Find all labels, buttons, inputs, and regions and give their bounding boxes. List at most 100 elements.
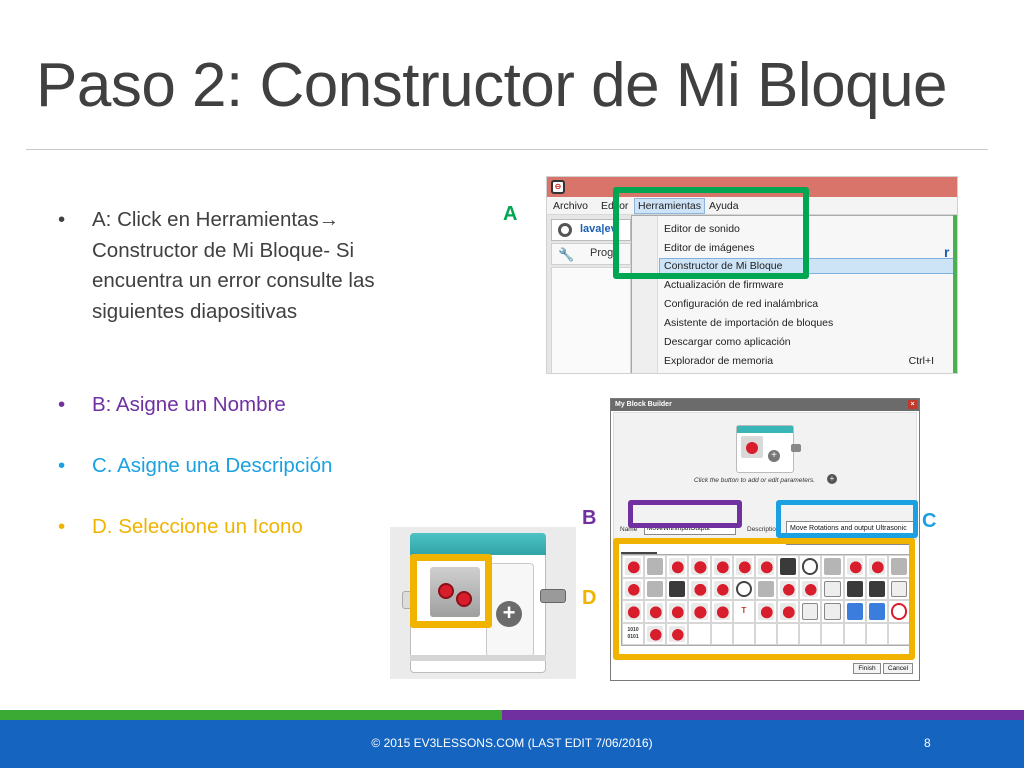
icon-cell[interactable] (666, 555, 689, 578)
icon-cell[interactable] (843, 622, 866, 645)
icon-cell[interactable] (644, 555, 667, 578)
icon-grid: T 1010 0101 (621, 554, 911, 646)
project-tab[interactable]: lava|ev (551, 219, 631, 241)
icon-cell[interactable] (710, 600, 733, 623)
icon-cell[interactable] (777, 600, 800, 623)
envelope-icon (824, 580, 841, 597)
menu-item-wireless-setup[interactable]: Configuración de red inalámbrica (664, 298, 819, 310)
icon-cell[interactable] (666, 622, 689, 645)
random-icon (669, 625, 686, 642)
icon-cell[interactable]: 1010 0101 (622, 622, 645, 645)
icon-cell[interactable] (688, 555, 711, 578)
icon-cell[interactable] (710, 577, 733, 600)
wrench-icon[interactable]: 🔧 (558, 247, 575, 262)
icon-cell[interactable] (688, 600, 711, 623)
title-divider (26, 149, 988, 150)
slide-title: Paso 2: Constructor de Mi Bloque (36, 51, 948, 120)
menu-item-block-import[interactable]: Asistente de importación de bloques (664, 317, 834, 329)
plug-icon (791, 444, 801, 452)
bullet-list: • A: Click en Herramientas→ Constructor … (58, 205, 388, 573)
icon-cell[interactable] (865, 600, 888, 623)
icon-cell[interactable] (799, 622, 822, 645)
bullet-c: • C. Asigne una Descripción (58, 451, 388, 512)
icon-cell[interactable] (865, 577, 888, 600)
bullet-d: • D. Seleccione un Icono (58, 512, 388, 573)
icon-cell[interactable] (754, 555, 778, 578)
bag-icon (868, 580, 885, 597)
loop-icon (868, 558, 885, 575)
bullet-dot: • (58, 208, 66, 231)
icon-cell[interactable] (865, 555, 888, 578)
add-parameter-icon[interactable]: + (496, 601, 522, 627)
menu-screenshot: ⊖ Archivo Editor Herramientas Ayuda lava… (546, 176, 958, 374)
icon-cell[interactable] (754, 577, 778, 600)
wheel-icon (438, 583, 454, 599)
icon-cell[interactable] (732, 555, 755, 578)
add-parameter-icon[interactable]: + (768, 450, 780, 462)
icon-cell[interactable] (821, 622, 844, 645)
message-icon (824, 603, 841, 620)
menubar: Archivo Editor Herramientas Ayuda (547, 197, 957, 215)
program-tab[interactable]: Prog (590, 247, 614, 259)
icon-cell[interactable] (799, 577, 822, 600)
callout-c: C (922, 510, 937, 532)
highlight-name-box (628, 500, 742, 528)
icon-cell[interactable] (821, 600, 844, 623)
icon-cell[interactable] (799, 555, 822, 578)
random-icon (691, 603, 708, 620)
icon-cell[interactable] (688, 577, 711, 600)
finish-button[interactable]: Finish (853, 663, 881, 674)
menu-item-firmware-update[interactable]: Actualización de firmware (664, 279, 784, 291)
bullet-a: • A: Click en Herramientas→ Constructor … (58, 205, 388, 387)
name-label: Name (620, 526, 638, 533)
icon-cell[interactable] (821, 577, 844, 600)
menu-gutter (632, 216, 658, 373)
motor-icon (741, 436, 763, 458)
icon-cell[interactable] (732, 622, 755, 645)
motor-icon (735, 558, 752, 575)
icon-cell[interactable] (710, 555, 733, 578)
icon-cell[interactable] (821, 555, 844, 578)
icon-cell[interactable] (865, 622, 888, 645)
page-number: 8 (924, 736, 931, 750)
menu-archivo[interactable]: Archivo (553, 200, 589, 212)
icon-cell[interactable] (644, 577, 667, 600)
icon-cell[interactable] (622, 600, 645, 623)
menu-ayuda[interactable]: Ayuda (709, 200, 739, 212)
menu-item-image-editor[interactable]: Editor de imágenes (664, 242, 755, 254)
icon-cell[interactable] (732, 577, 755, 600)
icon-cell[interactable] (644, 600, 667, 623)
icon-cell[interactable] (622, 555, 645, 578)
icon-cell[interactable] (777, 555, 800, 578)
block-footer (410, 655, 546, 661)
bullet-dot: • (58, 515, 66, 538)
icon-cell[interactable] (843, 555, 866, 578)
icon-cell[interactable] (754, 622, 778, 645)
icon-cell[interactable]: T (732, 600, 755, 623)
icon-cell[interactable] (666, 577, 689, 600)
icon-cell[interactable] (777, 622, 800, 645)
icon-cell[interactable] (666, 600, 689, 623)
wheel-icon (456, 591, 472, 607)
highlight-description-box (776, 500, 918, 538)
cancel-button[interactable]: Cancel (883, 663, 913, 674)
icon-cell[interactable] (799, 600, 822, 623)
icon-cell[interactable] (843, 600, 866, 623)
icon-cell[interactable] (754, 600, 778, 623)
green-stripe (0, 710, 502, 720)
icon-cell[interactable] (688, 622, 711, 645)
purple-stripe (502, 710, 1024, 720)
icon-cell[interactable] (777, 577, 800, 600)
menu-herramientas[interactable]: Herramientas (634, 198, 706, 214)
sensor-icon (757, 580, 775, 597)
icon-cell[interactable] (843, 577, 866, 600)
hourglass-icon (846, 558, 863, 575)
icon-cell[interactable] (644, 622, 667, 645)
menu-item-memory-browser[interactable]: Explorador de memoria (664, 355, 774, 367)
add-parameter-button[interactable]: + (827, 474, 837, 484)
menu-item-download-app[interactable]: Descargar como aplicación (664, 336, 791, 348)
menu-item-sound-editor[interactable]: Editor de sonido (664, 223, 740, 235)
close-icon[interactable]: × (908, 400, 917, 409)
icon-cell[interactable] (622, 577, 645, 600)
icon-cell[interactable] (710, 622, 733, 645)
